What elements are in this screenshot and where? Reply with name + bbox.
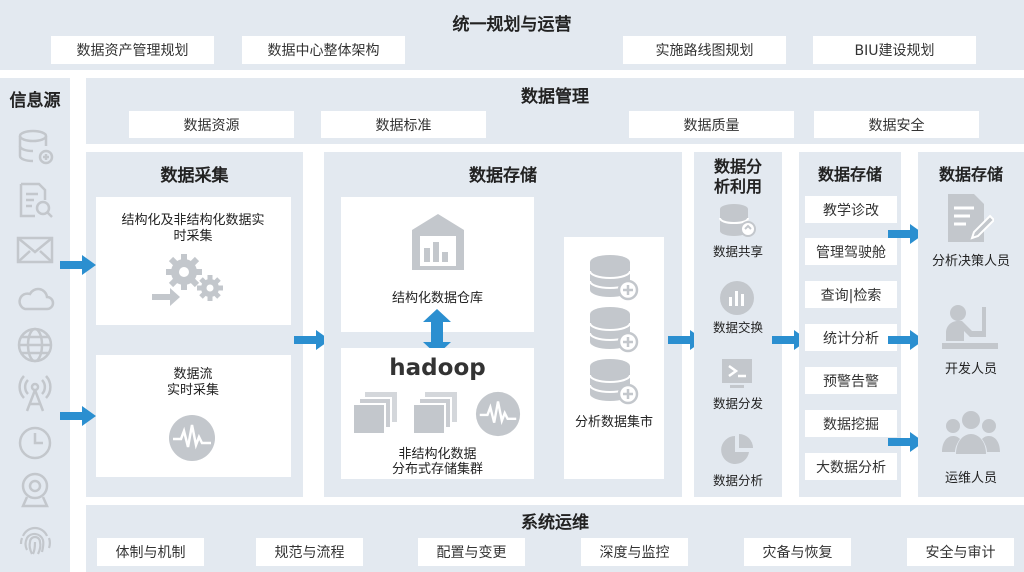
source-title: 信息源 xyxy=(9,91,61,111)
copy-icon-2 xyxy=(413,392,459,436)
management-item-standards: 数据标准 xyxy=(321,111,486,138)
arrow-apps-to-users-2 xyxy=(888,330,926,354)
database-plus-icon-3 xyxy=(588,358,640,406)
waveform-icon xyxy=(474,390,522,438)
ops-item-config: 配置与变更 xyxy=(418,538,525,566)
app-item-alerts: 预警告警 xyxy=(805,367,897,394)
top-item-asset-plan: 数据资产管理规划 xyxy=(51,36,214,64)
clock-icon xyxy=(15,423,55,463)
hadoop-logo: hadoop xyxy=(389,355,486,381)
arrow-sources-to-collection-1 xyxy=(60,255,98,279)
double-arrow xyxy=(422,309,452,359)
arrow-apps-to-users-3 xyxy=(888,432,926,456)
users-title: 数据存储 xyxy=(938,165,1003,184)
document-edit-icon xyxy=(946,192,994,244)
warehouse-label: 结构化数据仓库 xyxy=(391,291,483,306)
share-icon xyxy=(718,203,756,239)
globe-icon xyxy=(15,325,55,365)
ops-item-audit: 安全与审计 xyxy=(907,538,1014,566)
webcam-icon xyxy=(15,470,55,510)
ops-item-recovery: 灾备与恢复 xyxy=(744,538,851,566)
pie-chart-icon xyxy=(719,432,755,468)
analysis-title: 数据分 析利用 xyxy=(713,157,762,196)
cluster-label: 非结构化数据 分布式存储集群 xyxy=(391,447,483,477)
management-item-quality: 数据质量 xyxy=(629,111,794,138)
ops-band xyxy=(86,505,1024,572)
ops-item-process: 规范与流程 xyxy=(256,538,363,566)
warehouse-icon xyxy=(408,212,468,270)
user-item-ops: 运维人员 xyxy=(944,471,997,486)
app-item-mining: 数据挖掘 xyxy=(805,410,897,437)
storage-title: 数据存储 xyxy=(469,166,537,186)
document-search-icon xyxy=(15,180,55,220)
mail-icon xyxy=(15,230,55,270)
antenna-icon xyxy=(15,373,55,413)
ops-item-monitor: 深度与监控 xyxy=(581,538,688,566)
user-item-decision: 分析决策人员 xyxy=(931,254,1010,269)
analysis-item-share: 数据共享 xyxy=(712,244,763,259)
copy-icon-1 xyxy=(353,392,399,436)
app-item-cockpit: 管理驾驶舱 xyxy=(805,238,897,265)
analysis-item-analyze: 数据分析 xyxy=(712,473,763,488)
source-panel xyxy=(0,78,70,572)
apps-title: 数据存储 xyxy=(817,165,882,184)
team-icon xyxy=(942,408,1000,458)
analysis-item-distribute: 数据分发 xyxy=(712,396,763,411)
top-item-architecture: 数据中心整体架构 xyxy=(242,36,405,64)
collection-card-stream-label: 数据流 实时采集 xyxy=(166,367,219,398)
mart-label: 分析数据集市 xyxy=(574,415,653,430)
collection-card-realtime-label: 结构化及非结构化数据实时采集 xyxy=(121,213,265,244)
management-item-resources: 数据资源 xyxy=(129,111,294,138)
developer-icon xyxy=(942,303,998,355)
app-item-statistics: 统计分析 xyxy=(805,324,897,351)
arrow-collection-to-storage xyxy=(294,330,332,354)
app-item-query: 查询|检索 xyxy=(805,281,897,308)
app-item-bigdata: 大数据分析 xyxy=(805,453,897,480)
ops-title: 系统运维 xyxy=(521,513,589,533)
collection-title: 数据采集 xyxy=(160,166,229,186)
app-item-diagnosis: 教学诊改 xyxy=(805,196,897,223)
gears-icon xyxy=(150,250,236,310)
exchange-icon xyxy=(718,279,756,317)
arrow-apps-to-users-1 xyxy=(888,224,926,248)
database-plus-icon-2 xyxy=(588,306,640,354)
database-plus-icon-1 xyxy=(588,254,640,302)
arrow-sources-to-collection-2 xyxy=(60,406,98,430)
management-item-security: 数据安全 xyxy=(814,111,979,138)
top-title: 统一规划与运营 xyxy=(452,15,572,35)
cloud-icon xyxy=(15,279,55,319)
management-title: 数据管理 xyxy=(521,87,589,107)
waveform-icon xyxy=(167,413,217,463)
top-item-biu-plan: BIU建设规划 xyxy=(813,36,976,64)
ops-item-mechanism: 体制与机制 xyxy=(97,538,204,566)
fingerprint-icon xyxy=(15,520,55,560)
analysis-item-exchange: 数据交换 xyxy=(712,320,763,335)
user-item-developer: 开发人员 xyxy=(944,362,997,377)
top-item-roadmap: 实施路线图规划 xyxy=(623,36,786,64)
distribute-icon xyxy=(720,357,754,391)
database-icon xyxy=(15,127,55,167)
